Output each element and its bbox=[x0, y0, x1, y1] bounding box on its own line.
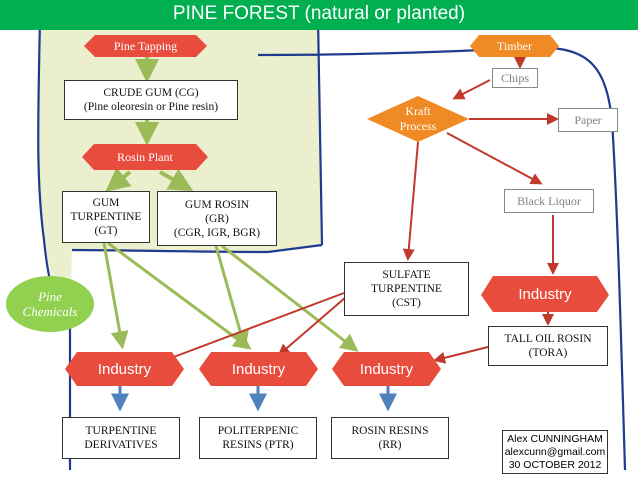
arrow-cst-to-ind1 bbox=[152, 292, 345, 367]
node-industry-right: Industry bbox=[518, 285, 572, 303]
arrow-kraft-to-black-liquor bbox=[446, 132, 543, 185]
page-title: PINE FOREST (natural or planted) bbox=[172, 3, 466, 24]
arrow-rosin-to-gr bbox=[159, 168, 194, 191]
node-industry-right-shape bbox=[481, 276, 609, 312]
node-kraft-process: Kraft Process bbox=[399, 104, 437, 133]
node-turpentine-derivatives: TURPENTINE DERIVATIVES bbox=[62, 417, 180, 459]
author-signature: Alex CUNNINGHAM alexcunn@gmail.com 30 OC… bbox=[502, 430, 608, 474]
node-timber: Timber bbox=[497, 38, 532, 53]
node-tall-oil-rosin: TALL OIL ROSIN (TORA) bbox=[488, 326, 608, 366]
node-gum-rosin: GUM ROSIN (GR) (CGR, IGR, BGR) bbox=[157, 191, 277, 246]
node-industry-1: Industry bbox=[97, 360, 152, 378]
node-industry-3: Industry bbox=[359, 360, 414, 378]
node-pine-tapping: Pine Tapping bbox=[113, 38, 178, 53]
arrow-chips-to-kraft bbox=[452, 79, 491, 100]
arrow-gt-to-ind1 bbox=[102, 242, 129, 350]
pine-chemicals-label: Pine Chemicals bbox=[22, 289, 78, 319]
node-chips: Chips bbox=[492, 68, 538, 88]
header-bar: PINE FOREST (natural or planted) bbox=[0, 0, 638, 30]
node-sulfate-turpentine: SULFATE TURPENTINE (CST) bbox=[344, 262, 469, 316]
node-industry-2: Industry bbox=[231, 360, 286, 378]
pine-chemicals-oval bbox=[6, 276, 94, 332]
node-rosin-plant: Rosin Plant bbox=[117, 149, 173, 164]
node-rosin-resins: ROSIN RESINS (RR) bbox=[331, 417, 449, 459]
node-rosin-plant-shape bbox=[82, 144, 208, 170]
right-outline bbox=[257, 17, 627, 471]
arrow-gr-to-ind2 bbox=[214, 245, 249, 350]
node-timber-shape bbox=[470, 35, 559, 57]
node-pine-tapping-shape bbox=[84, 35, 207, 57]
node-industry-1-shape bbox=[65, 352, 184, 386]
node-paper: Paper bbox=[558, 108, 618, 132]
arrow-gt-to-ind2 bbox=[107, 241, 252, 350]
node-industry-2-shape bbox=[199, 352, 318, 386]
arrow-gr-to-ind3 bbox=[221, 244, 359, 352]
node-crude-gum: CRUDE GUM (CG) (Pine oleoresin or Pine r… bbox=[64, 80, 238, 120]
node-kraft-shape bbox=[367, 96, 469, 142]
left-area-boundary bbox=[71, 243, 323, 254]
node-black-liquor: Black Liquor bbox=[504, 189, 594, 213]
node-industry-3-shape bbox=[332, 352, 441, 386]
arrow-cst-to-ind2 bbox=[277, 296, 347, 356]
arrow-rosin-to-gt bbox=[105, 167, 132, 192]
node-politerpenic-resins: POLITERPENIC RESINS (PTR) bbox=[199, 417, 317, 459]
node-gum-turpentine: GUM TURPENTINE (GT) bbox=[62, 191, 150, 243]
arrow-tora-to-ind3 bbox=[433, 346, 489, 364]
arrow-kraft-to-sulfate bbox=[402, 141, 419, 261]
